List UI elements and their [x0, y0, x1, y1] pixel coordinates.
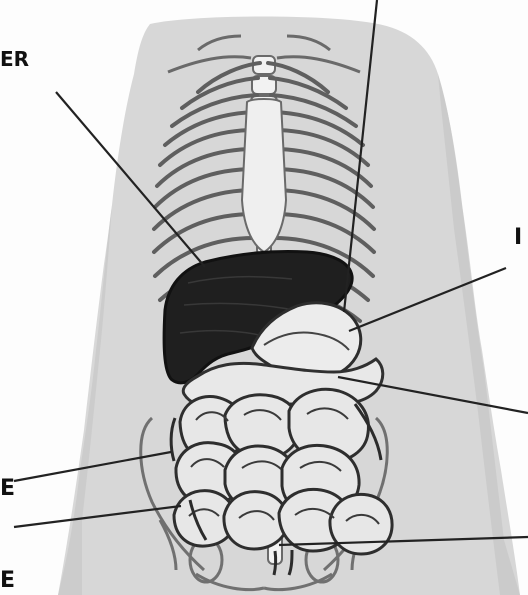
label-liver: ER	[0, 49, 29, 69]
label-left-bottom-partial: E	[0, 570, 15, 592]
sternum	[242, 99, 286, 252]
label-left-middle-partial: E	[0, 478, 15, 500]
label-right-top-partial: I	[514, 227, 522, 249]
